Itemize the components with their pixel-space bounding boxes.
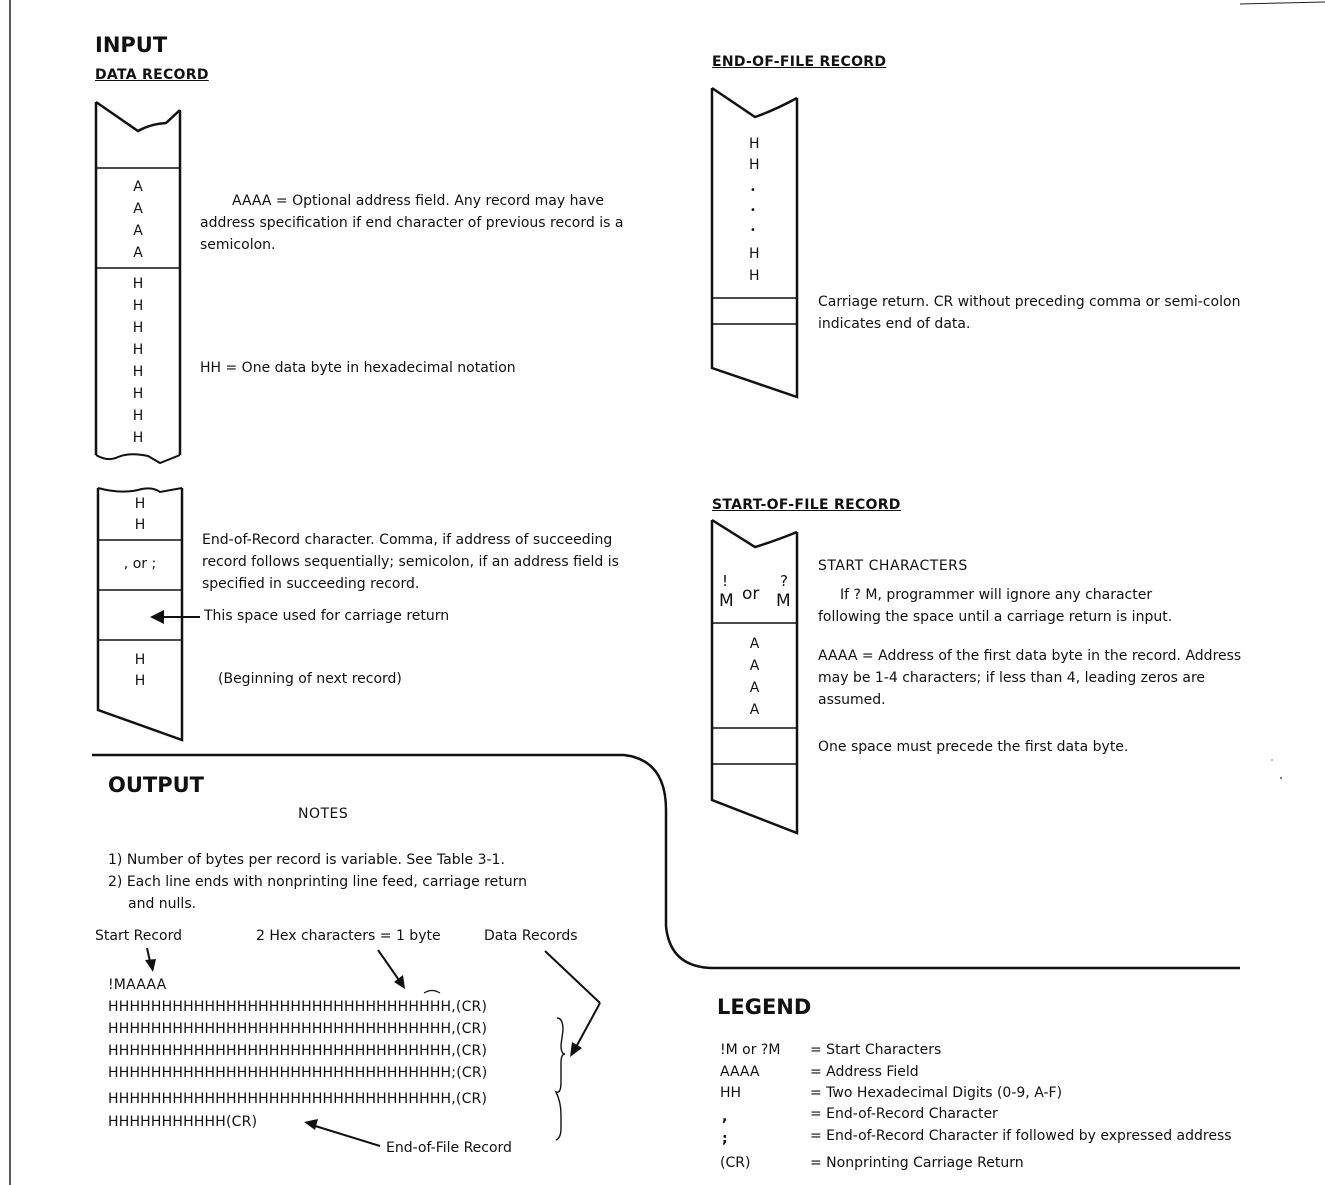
tape-cell: A — [133, 179, 143, 195]
output-line: HHHHHHHHHHHHHHHHHHHHHHHHHHHHHHHH,(CR) — [108, 1091, 488, 1107]
sof-title: START-OF-FILE RECORD — [712, 497, 901, 513]
tape-cell: • — [750, 205, 756, 216]
tape-cell: H — [134, 673, 146, 689]
legend-value: = End-of-Record Character if followed by… — [810, 1128, 1232, 1144]
eof-title: END-OF-FILE RECORD — [712, 54, 887, 70]
tape-cell: A — [749, 658, 760, 674]
tape-cell: H — [132, 342, 144, 358]
tape-cell: • — [750, 185, 756, 196]
tape-cell: A — [749, 636, 760, 652]
eor-description: End-of-Record character. Comma, if addre… — [202, 532, 619, 592]
tape-cell: H — [749, 246, 760, 262]
legend-key: AAAA — [720, 1064, 760, 1080]
tape-cell: A — [133, 201, 143, 217]
start-char-question: ? — [780, 572, 788, 590]
tape-cell: H — [749, 157, 760, 173]
note-2-line-2: and nulls. — [128, 896, 197, 912]
legend-value: = Nonprinting Carriage Return — [810, 1155, 1024, 1171]
output-heading: OUTPUT — [108, 773, 204, 797]
tape-cell: H — [749, 136, 760, 152]
notes-heading: NOTES — [298, 806, 349, 822]
output-arrows — [145, 947, 601, 1147]
legend-value: = End-of-Record Character — [810, 1106, 998, 1122]
legend-key: !M or ?M — [720, 1042, 781, 1058]
eof-cr-description: Carriage return. CR without preceding co… — [818, 294, 1241, 332]
tape-cell: A — [133, 223, 143, 239]
tape-cell: A — [749, 680, 760, 696]
label-eof-record: End-of-File Record — [386, 1140, 512, 1156]
legend-value: = Start Characters — [810, 1042, 942, 1058]
tape-cell: H — [132, 430, 144, 446]
tape-cell: H — [132, 386, 144, 402]
tape-cell: H — [132, 298, 144, 314]
legend-key: (CR) — [720, 1155, 751, 1171]
sof-tape — [710, 518, 799, 835]
legend-value: = Two Hexadecimal Digits (0-9, A-F) — [810, 1085, 1063, 1101]
data-record-title: DATA RECORD — [95, 67, 209, 83]
tape-cell: H — [134, 652, 146, 668]
input-heading: INPUT — [95, 33, 168, 57]
tape-cell: H — [132, 364, 144, 380]
data-record-tape-1 — [94, 100, 182, 465]
data-record-tape-2 — [96, 487, 200, 742]
output-line: HHHHHHHHHHHHHHHHHHHHHHHHHHHHHHHH,(CR) — [108, 1021, 488, 1037]
tape-cell: H — [134, 517, 146, 533]
tape-cell: H — [132, 276, 144, 292]
hh-description: HH = One data byte in hexadecimal notati… — [200, 360, 516, 376]
start-characters-heading: START CHARACTERS — [818, 558, 968, 574]
tape-cell: , or ; — [123, 556, 157, 572]
sof-aaaa-description: AAAA = Address of the first data byte in… — [818, 648, 1242, 708]
cr-description: This space used for carriage return — [204, 608, 450, 624]
start-char-m-right: M — [776, 591, 791, 611]
legend-key: , — [722, 1109, 728, 1125]
start-char-bang: ! — [722, 572, 729, 590]
label-data-records: Data Records — [484, 928, 578, 944]
label-hex-chars: 2 Hex characters = 1 byte — [256, 928, 441, 944]
tape-cell: A — [749, 702, 760, 718]
output-line: HHHHHHHHHHHHHHHHHHHHHHHHHHHHHHHH,(CR) — [108, 1043, 488, 1059]
output-line: !MAAAA — [108, 977, 167, 993]
output-line: HHHHHHHHHHHHHHHHHHHHHHHHHHHHHHHH,(CR) — [108, 999, 488, 1015]
start-char-description: If ? M, programmer will ignore any chara… — [818, 587, 1173, 625]
eof-tape — [710, 86, 799, 399]
legend-heading: LEGEND — [717, 995, 812, 1019]
start-char-m-left: M — [719, 591, 734, 611]
next-record-description: (Beginning of next record) — [218, 671, 402, 687]
output-line: HHHHHHHHHHHHHHHHHHHHHHHHHHHHHHHH;(CR) — [108, 1065, 488, 1081]
output-line: HHHHHHHHHHH(CR) — [108, 1114, 258, 1130]
note-1: 1) Number of bytes per record is variabl… — [108, 852, 505, 868]
legend-key: HH — [720, 1085, 742, 1101]
space-description: One space must precede the first data by… — [818, 739, 1129, 755]
tape-cell: H — [134, 496, 146, 512]
legend-value: = Address Field — [810, 1064, 919, 1080]
tape-cell: • — [750, 225, 756, 236]
tape-cell: H — [132, 408, 144, 424]
legend-key: ; — [722, 1131, 728, 1147]
output-separator — [92, 753, 1240, 970]
label-start-record: Start Record — [95, 928, 183, 944]
tape-cell: H — [132, 320, 144, 336]
tape-cell: A — [133, 245, 143, 261]
aaaa-description: AAAA = Optional address field. Any recor… — [200, 193, 624, 253]
note-2-line-1: 2) Each line ends with nonprinting line … — [108, 874, 527, 890]
start-char-or: or — [742, 584, 760, 604]
tape-cell: H — [749, 268, 760, 284]
